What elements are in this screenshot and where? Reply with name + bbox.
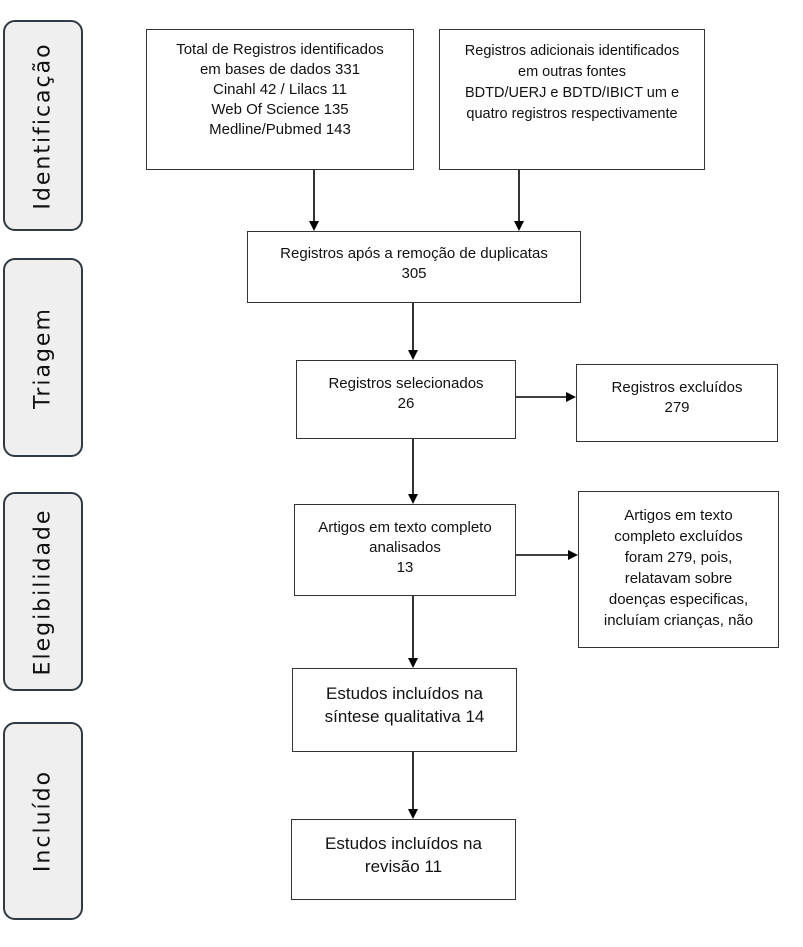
box-line: Total de Registros identificados	[176, 41, 384, 58]
box-line: 305	[401, 265, 427, 282]
box-selected: Registros selecionados 26	[296, 360, 516, 439]
box-line: relatavam sobre	[624, 570, 733, 587]
box-line: doenças especificas,	[608, 591, 749, 608]
box-line: Registros adicionais identificados	[464, 43, 680, 59]
box-line: completo excluídos	[614, 528, 743, 545]
box-line: em bases de dados 331	[199, 61, 361, 78]
phase-identificacao: Identificação	[3, 20, 83, 231]
box-line: BDTD/UERJ e BDTD/IBICT um e	[464, 85, 680, 101]
box-line: quatro registros respectivamente	[466, 106, 678, 122]
box-fulltext-excluded: Artigos em texto completo excluídos fora…	[578, 491, 779, 648]
box-line: síntese qualitativa 14	[324, 707, 485, 726]
phase-elegibilidade: Elegibilidade	[3, 492, 83, 691]
box-line: Registros selecionados	[328, 375, 484, 392]
box-identified-other-sources: Registros adicionais identificados em ou…	[439, 29, 705, 170]
box-line: foram 279, pois,	[624, 549, 733, 566]
box-after-duplicates: Registros após a remoção de duplicatas 3…	[247, 231, 581, 303]
box-qualitative-synthesis: Estudos incluídos na síntese qualitativa…	[292, 668, 517, 752]
phase-incluido: Incluído	[3, 722, 83, 920]
box-line: Web Of Science 135	[211, 101, 349, 118]
box-line: 279	[664, 399, 690, 416]
box-line: 26	[397, 395, 415, 412]
box-line: Registros após a remoção de duplicatas	[280, 245, 548, 262]
box-included-review: Estudos incluídos na revisão 11	[291, 819, 516, 900]
box-line: revisão 11	[364, 857, 443, 876]
box-line: Artigos em texto completo	[318, 519, 492, 536]
box-line: Estudos incluídos na	[325, 834, 482, 853]
box-line: incluíam crianças, não	[603, 612, 754, 629]
box-line: Artigos em texto	[624, 507, 733, 524]
box-line: Registros excluídos	[611, 379, 743, 396]
box-line: Medline/Pubmed 143	[209, 121, 351, 138]
box-line: analisados	[369, 539, 441, 556]
box-line: Estudos incluídos na	[326, 684, 483, 703]
box-fulltext-analyzed: Artigos em texto completo analisados 13	[294, 504, 516, 596]
box-identified-databases: Total de Registros identificados em base…	[146, 29, 414, 170]
box-line: em outras fontes	[518, 64, 626, 80]
box-line: 13	[396, 559, 414, 576]
phase-triagem: Triagem	[3, 258, 83, 457]
box-excluded: Registros excluídos 279	[576, 364, 778, 442]
box-line: Cinahl 42 / Lilacs 11	[213, 81, 347, 98]
